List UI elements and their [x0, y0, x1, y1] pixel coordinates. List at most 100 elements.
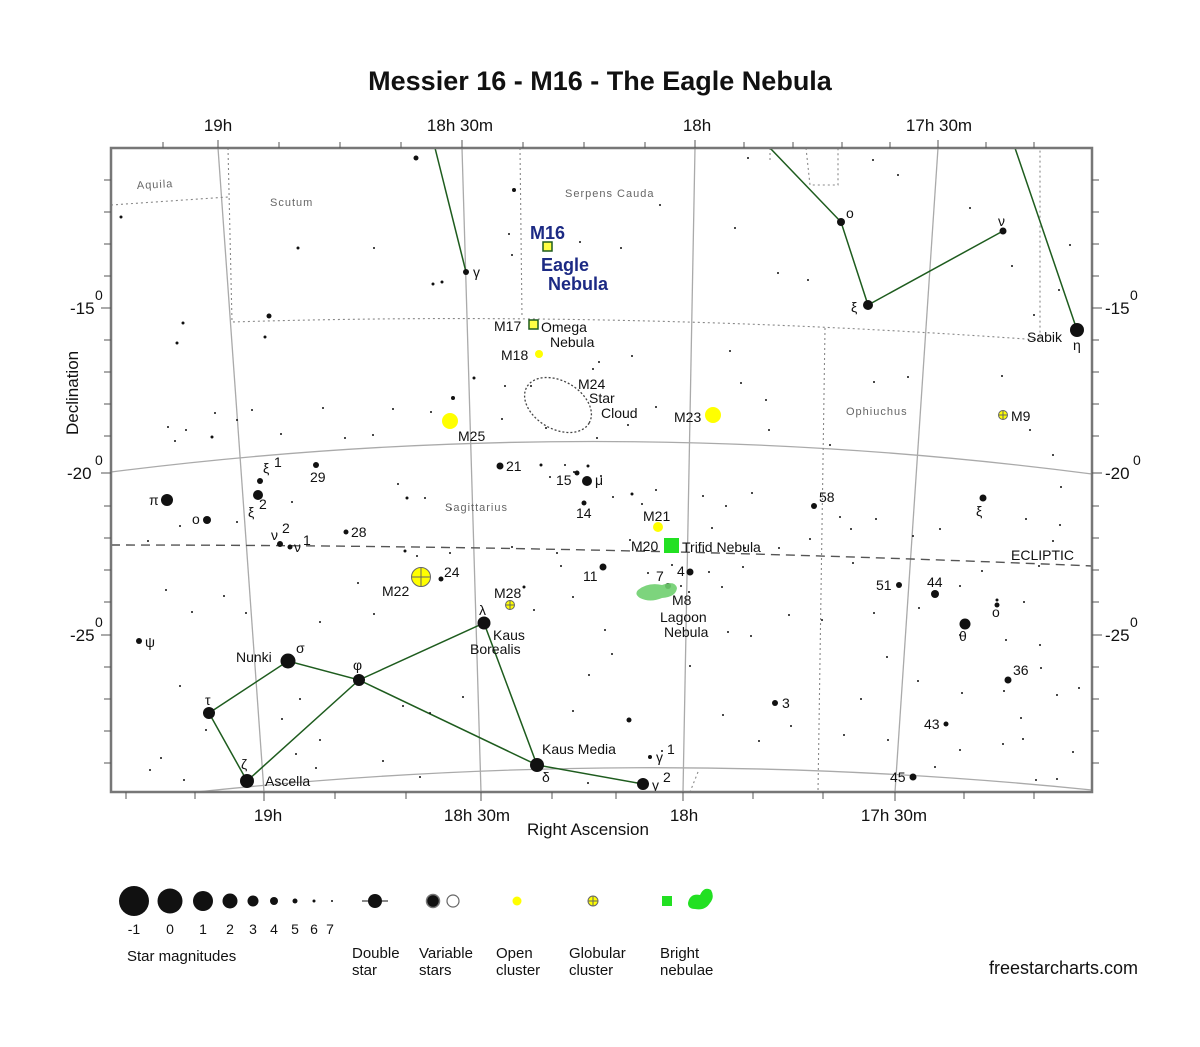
field-star — [167, 426, 169, 428]
credit-link[interactable]: freestarcharts.com — [988, 958, 1138, 978]
svg-text:1: 1 — [274, 454, 282, 470]
field-star — [596, 437, 598, 439]
svg-text:0: 0 — [1133, 452, 1141, 468]
svg-text:γ: γ — [652, 777, 659, 793]
m24-star-cloud — [523, 376, 593, 434]
field-star — [392, 408, 394, 410]
field-star — [747, 157, 749, 159]
legend-nebula-blob-symbol — [688, 888, 713, 910]
star-29-sgr — [313, 462, 319, 468]
field-star — [655, 406, 657, 408]
svg-text:Trifid Nebula: Trifid Nebula — [682, 539, 761, 555]
svg-text:Ascella: Ascella — [265, 773, 310, 789]
svg-text:ξ: ξ — [976, 503, 982, 519]
field-star — [430, 411, 432, 413]
svg-text:ν: ν — [271, 527, 278, 543]
star-sigma-sgr — [280, 653, 296, 669]
field-star — [742, 566, 744, 568]
con-sagittarius: Sagittarius — [445, 502, 508, 514]
field-star — [918, 607, 920, 609]
svg-text:-15: -15 — [70, 299, 95, 318]
field-star — [556, 552, 558, 554]
field-star — [1011, 265, 1013, 267]
field-star — [1038, 565, 1040, 567]
field-star — [504, 385, 506, 387]
star-21-sgr — [496, 462, 504, 470]
field-star — [451, 396, 455, 400]
field-star — [295, 753, 297, 755]
field-star — [907, 376, 909, 378]
star-xi2-sgr — [253, 490, 263, 500]
axis-title-x: Right Ascension — [527, 820, 649, 839]
field-star — [405, 496, 409, 500]
svg-text:Nunki: Nunki — [236, 649, 272, 665]
svg-text:η: η — [1073, 337, 1081, 353]
svg-text:5: 5 — [291, 921, 299, 937]
star-nu1-sgr — [287, 544, 293, 550]
svg-text:11: 11 — [583, 568, 598, 584]
field-star — [573, 471, 575, 473]
field-star — [160, 757, 162, 759]
target-m16-label: M16 Eagle Nebula — [530, 223, 609, 294]
field-star — [1035, 779, 1037, 781]
field-star — [205, 729, 207, 731]
field-star — [382, 760, 384, 762]
field-star — [416, 555, 418, 557]
field-star — [586, 464, 590, 468]
field-star — [1052, 454, 1054, 456]
field-star — [897, 174, 899, 176]
field-star — [1022, 738, 1024, 740]
star-58-oph — [811, 503, 817, 509]
field-star — [1078, 687, 1080, 689]
field-star — [604, 629, 606, 631]
field-star — [744, 547, 746, 549]
star-xi-oph2 — [979, 494, 987, 502]
field-star — [397, 483, 399, 485]
field-star — [564, 464, 566, 466]
star-45-oph — [909, 773, 917, 781]
chart-frame — [109, 146, 1094, 794]
faint-stars — [119, 155, 1080, 784]
field-star — [319, 739, 321, 741]
field-star — [281, 718, 283, 720]
field-star — [511, 546, 513, 548]
field-star — [647, 572, 649, 574]
svg-text:0: 0 — [95, 287, 103, 303]
field-star — [734, 227, 736, 229]
field-star — [1033, 314, 1035, 316]
con-aquila: Aquila — [137, 178, 174, 192]
field-star — [179, 685, 181, 687]
field-star — [472, 376, 476, 380]
chart-area: Aquila Scutum Serpens Cauda Ophiuchus Sa… — [111, 148, 1092, 793]
svg-text:Nebula: Nebula — [664, 624, 709, 640]
svg-text:μ: μ — [595, 472, 603, 488]
svg-text:0: 0 — [95, 452, 103, 468]
svg-text:51: 51 — [876, 577, 892, 593]
svg-text:ψ: ψ — [145, 634, 155, 650]
field-star — [629, 539, 631, 541]
field-star — [1059, 524, 1061, 526]
field-star — [829, 444, 831, 446]
field-star — [508, 233, 510, 235]
field-star — [322, 407, 324, 409]
svg-text:36: 36 — [1013, 662, 1029, 678]
ra-bottom-labels: 19h 18h 30m 18h 17h 30m — [254, 806, 927, 825]
svg-text:Sabik: Sabik — [1027, 329, 1063, 345]
m28-marker — [505, 600, 515, 610]
field-star — [424, 497, 426, 499]
field-star — [191, 611, 193, 613]
svg-text:-20: -20 — [67, 464, 92, 483]
field-star — [1056, 694, 1058, 696]
svg-text:18h: 18h — [683, 116, 711, 135]
svg-text:0: 0 — [95, 614, 103, 630]
m16-name-1: Eagle — [541, 255, 589, 275]
svg-text:λ: λ — [479, 602, 486, 618]
star-nu2-sgr — [277, 541, 283, 547]
svg-text:ο: ο — [992, 604, 1000, 620]
star-36-oph — [1004, 676, 1012, 684]
field-star — [758, 740, 760, 742]
field-star — [778, 547, 780, 549]
legend-nebula-square-symbol — [662, 896, 672, 906]
